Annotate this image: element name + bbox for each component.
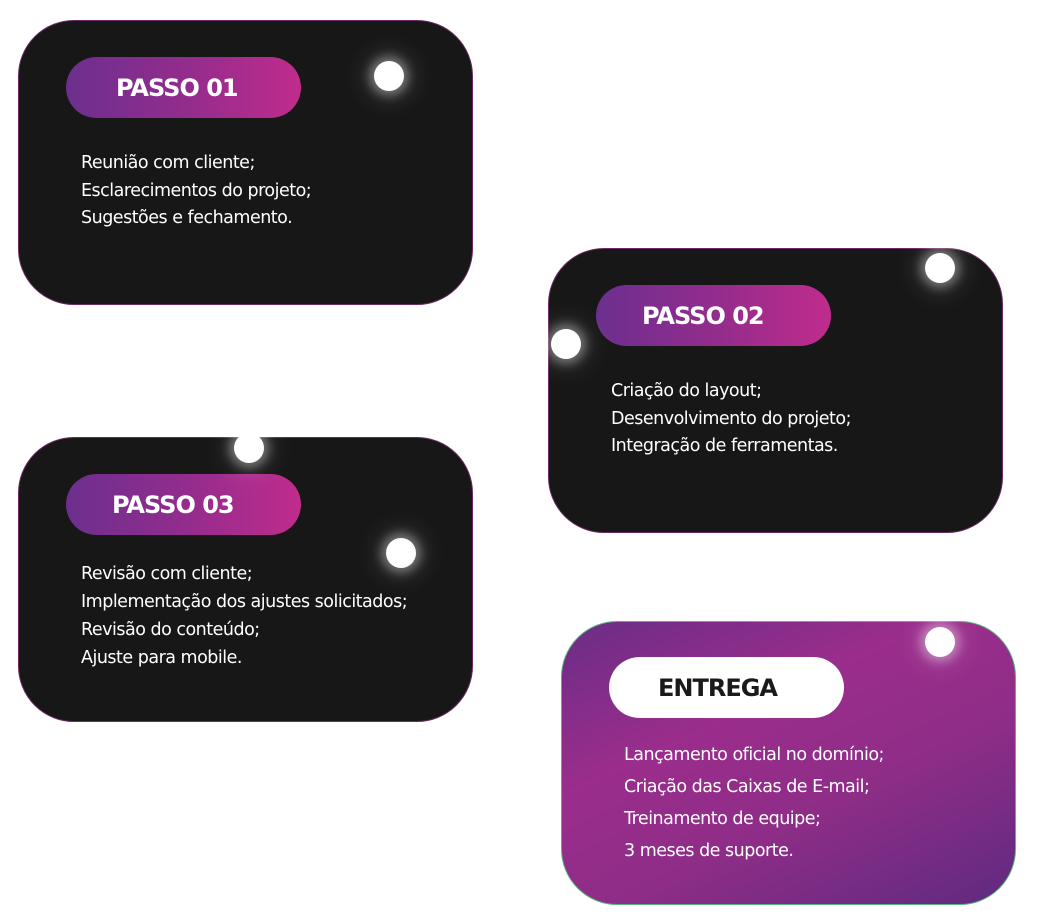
list-item: Sugestões e fechamento. (81, 208, 293, 228)
step-2-title: PASSO 02 (642, 301, 765, 330)
list-item: Criação das Caixas de E-mail; (624, 777, 870, 797)
list-item: Esclarecimentos do projeto; (81, 180, 312, 201)
connector-dot-step3-right (386, 538, 416, 568)
list-item: Lançamento oficial no domínio; (624, 745, 884, 765)
list-item: Ajuste para mobile. (81, 648, 242, 668)
step-1-list: Reunião com cliente; Esclarecimentos do … (81, 150, 312, 233)
list-item: 3 meses de suporte. (624, 841, 794, 861)
list-item: Treinamento de equipe; (624, 809, 821, 829)
step-card-3: PASSO 03 Revisão com cliente; Implementa… (18, 437, 473, 722)
step-1-title: PASSO 01 (116, 73, 239, 102)
step-3-title: PASSO 03 (112, 490, 235, 519)
step-card-1: PASSO 01 Reunião com cliente; Esclarecim… (18, 20, 473, 305)
step-card-2: PASSO 02 Criação do layout; Desenvolvime… (548, 248, 1003, 533)
entrega-list: Lançamento oficial no domínio; Criação d… (624, 739, 884, 867)
connector-dot-step1 (374, 61, 404, 91)
list-item: Integração de ferramentas. (611, 436, 838, 456)
connector-dot-step3-top (234, 433, 264, 463)
list-item: Reunião com cliente; (81, 153, 255, 173)
connector-dot-entrega (925, 627, 955, 657)
entrega-title: ENTREGA (658, 673, 778, 702)
step-1-badge: PASSO 01 (66, 57, 301, 118)
list-item: Revisão do conteúdo; (81, 620, 260, 640)
entrega-badge: ENTREGA (609, 657, 844, 718)
step-2-badge: PASSO 02 (596, 285, 831, 346)
step-3-badge: PASSO 03 (66, 474, 301, 535)
list-item: Desenvolvimento do projeto; (611, 408, 852, 429)
connector-dot-step2-left (551, 329, 581, 359)
list-item: Criação do layout; (611, 381, 762, 401)
connector-dot-step2-top (925, 253, 955, 283)
step-3-list: Revisão com cliente; Implementação dos a… (81, 560, 408, 672)
list-item: Revisão com cliente; (81, 564, 253, 584)
step-2-list: Criação do layout; Desenvolvimento do pr… (611, 378, 852, 461)
step-card-entrega: ENTREGA Lançamento oficial no domínio; C… (561, 621, 1016, 905)
list-item: Implementação dos ajustes solicitados; (81, 592, 408, 612)
